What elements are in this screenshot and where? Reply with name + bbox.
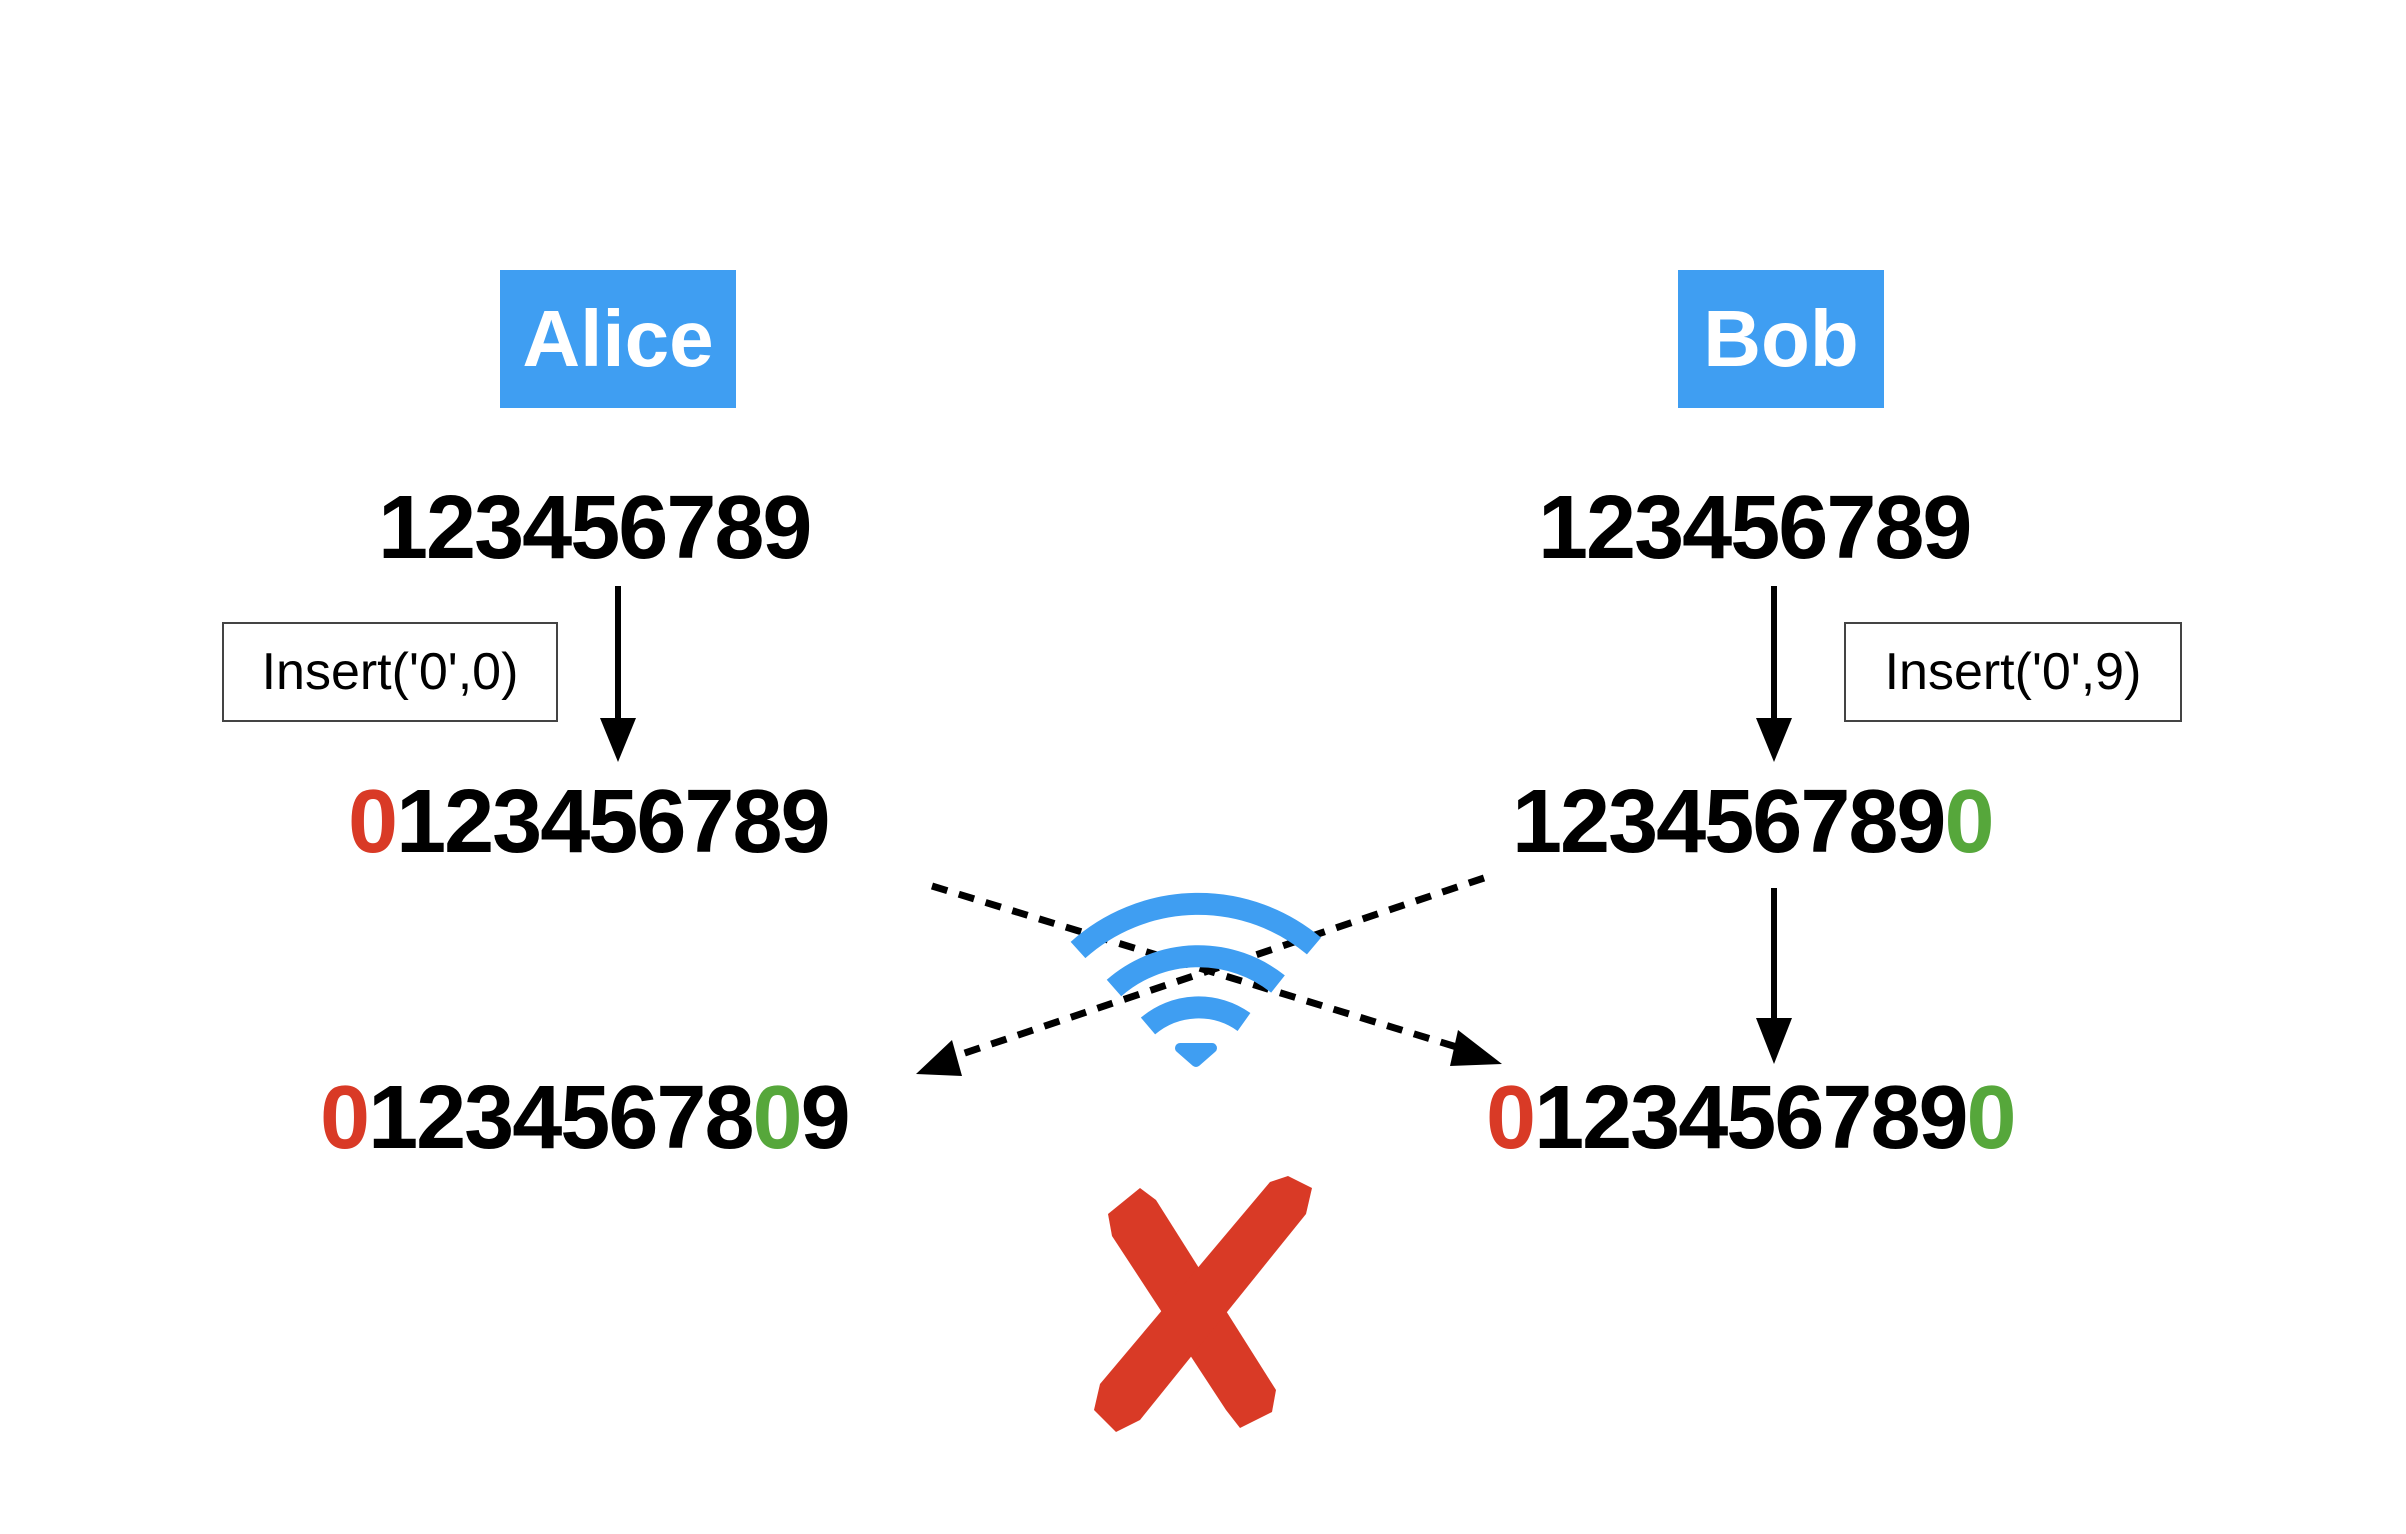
alice-merged-middle: 12345678 (368, 1068, 754, 1168)
alice-merged-remote-char: 0 (752, 1068, 803, 1168)
bob-local-rest: 123456789 (1512, 772, 1946, 872)
alice-merged-result: 01234567809 (320, 1068, 851, 1168)
bob-merged-result: 01234567890 (1486, 1068, 2017, 1168)
sync-arrow-alice-to-bob (930, 882, 1502, 1066)
bob-local-result: 1234567890 (1512, 772, 1995, 872)
cross-mark-icon (1094, 1176, 1312, 1432)
alice-initial-text: 123456789 (378, 478, 812, 578)
bob-merged-remote-char: 0 (1486, 1068, 1536, 1168)
alice-arrow-local (600, 586, 636, 762)
bob-initial-text: 123456789 (1538, 478, 1972, 578)
alice-merged-suffix: 9 (800, 1068, 851, 1168)
bob-arrow-merge (1756, 888, 1792, 1064)
alice-merged-prefix: 0 (320, 1068, 370, 1168)
alice-badge: Alice (500, 270, 736, 408)
bob-merged-own-char: 0 (1966, 1068, 2017, 1168)
wifi-icon (1070, 892, 1322, 1067)
bob-merged-middle: 123456789 (1534, 1068, 1968, 1168)
alice-local-rest: 123456789 (396, 772, 830, 872)
bob-badge: Bob (1678, 270, 1884, 408)
alice-local-result: 0123456789 (348, 772, 831, 872)
bob-operation-box: Insert('0',9) (1844, 622, 2182, 722)
alice-inserted-char: 0 (348, 772, 398, 872)
sync-arrow-bob-to-alice (916, 874, 1486, 1076)
alice-operation-box: Insert('0',0) (222, 622, 558, 722)
bob-arrow-local (1756, 586, 1792, 762)
bob-inserted-char: 0 (1944, 772, 1994, 872)
